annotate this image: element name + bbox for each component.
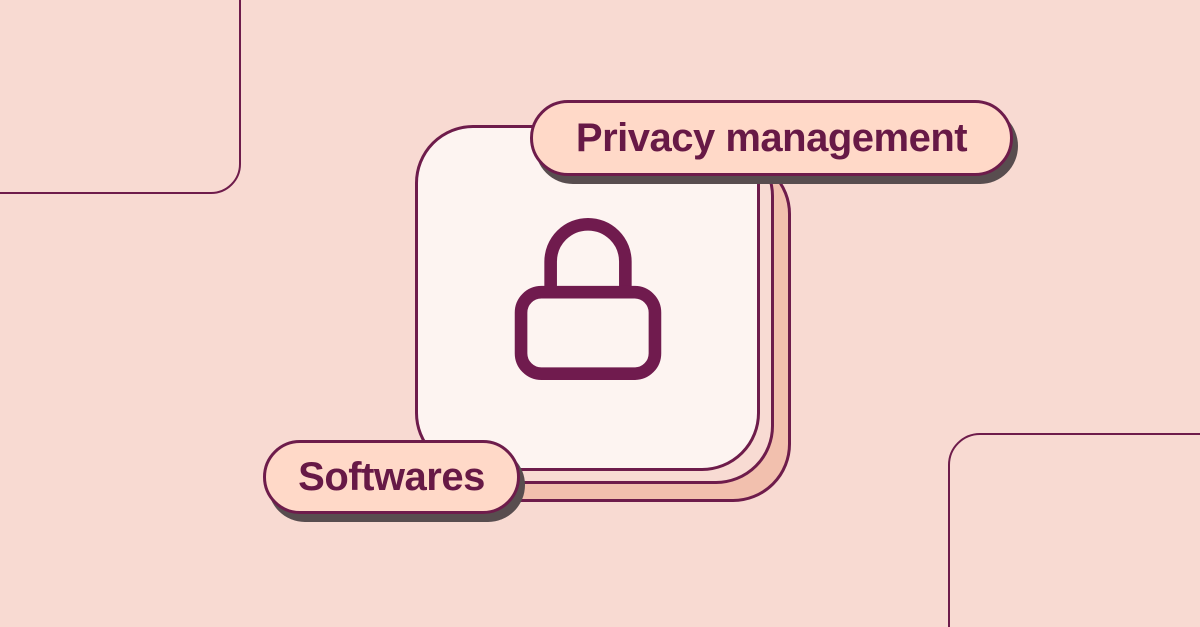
tag-softwares: Softwares <box>263 440 520 514</box>
tag-privacy-management: Privacy management <box>530 100 1013 176</box>
tag-privacy-management-label: Privacy management <box>575 115 968 160</box>
decor-outline-bottom-right <box>948 433 1200 627</box>
card-layer-front <box>415 125 760 471</box>
decor-outline-top-left <box>0 0 241 194</box>
tag-softwares-label: Softwares <box>298 454 485 499</box>
lock-icon <box>514 217 661 380</box>
